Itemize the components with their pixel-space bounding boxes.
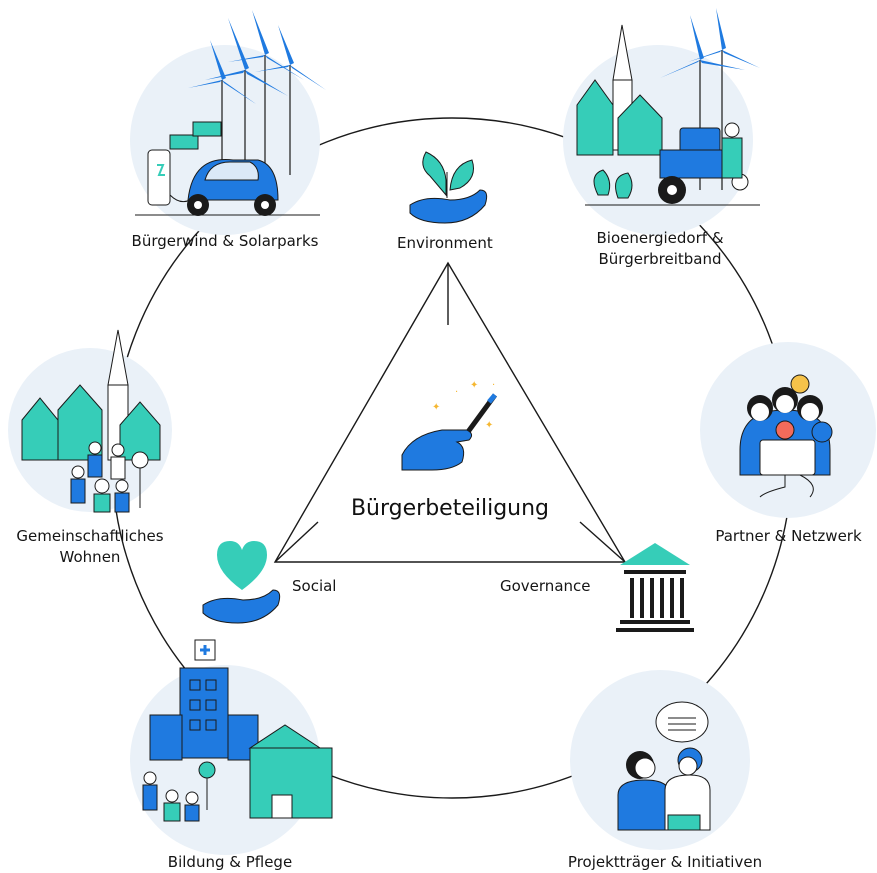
svg-text:✦: ✦ <box>485 420 493 431</box>
svg-text:·: · <box>455 387 458 398</box>
node-label-bioenergie-line1: Bioenergiedorf & <box>596 229 724 247</box>
triangle-label-environment: Environment <box>397 234 493 252</box>
education-care-illustration <box>142 639 333 822</box>
node-label-bioenergie-line2: Bürgerbreitband <box>598 250 722 268</box>
svg-text:✦: ✦ <box>432 402 440 413</box>
node-label-partner: Partner & Netzwerk <box>715 527 862 545</box>
bank-building-icon <box>616 543 694 632</box>
node-label-wohnen-line1: Gemeinschaftliches <box>16 527 164 545</box>
project-initiatives-illustration <box>617 701 711 831</box>
triangle-tick-left <box>274 521 319 563</box>
bioenergy-village-illustration <box>576 8 760 206</box>
node-label-wohnen-line2: Wohnen <box>59 548 121 566</box>
wind-solar-illustration <box>135 10 326 216</box>
svg-text:✦: ✦ <box>470 380 478 391</box>
plant-hand-icon <box>409 151 488 224</box>
node-label-projekt: Projektträger & Initiativen <box>567 853 763 871</box>
housing-illustration <box>21 329 161 513</box>
magic-wand-hand-icon: ✦ ✦ ✦ · · <box>401 380 498 471</box>
partner-network-illustration <box>739 374 833 498</box>
node-label-bildung: Bildung & Pflege <box>167 853 293 871</box>
node-label-bioenergie: Bioenergiedorf & Bürgerbreitband <box>560 228 760 270</box>
heart-hand-icon <box>202 541 281 624</box>
halo-wind <box>130 45 320 235</box>
esg-triangle <box>273 261 627 563</box>
node-label-wind: Bürgerwind & Solarparks <box>131 232 319 250</box>
node-label-wohnen: Gemeinschaftliches Wohnen <box>5 526 175 568</box>
svg-text:·: · <box>492 380 495 391</box>
triangle-label-social: Social <box>292 577 337 595</box>
center-title: Bürgerbeteiligung <box>350 496 550 521</box>
triangle-label-governance: Governance <box>500 577 591 595</box>
triangle-tick-right <box>579 521 626 563</box>
